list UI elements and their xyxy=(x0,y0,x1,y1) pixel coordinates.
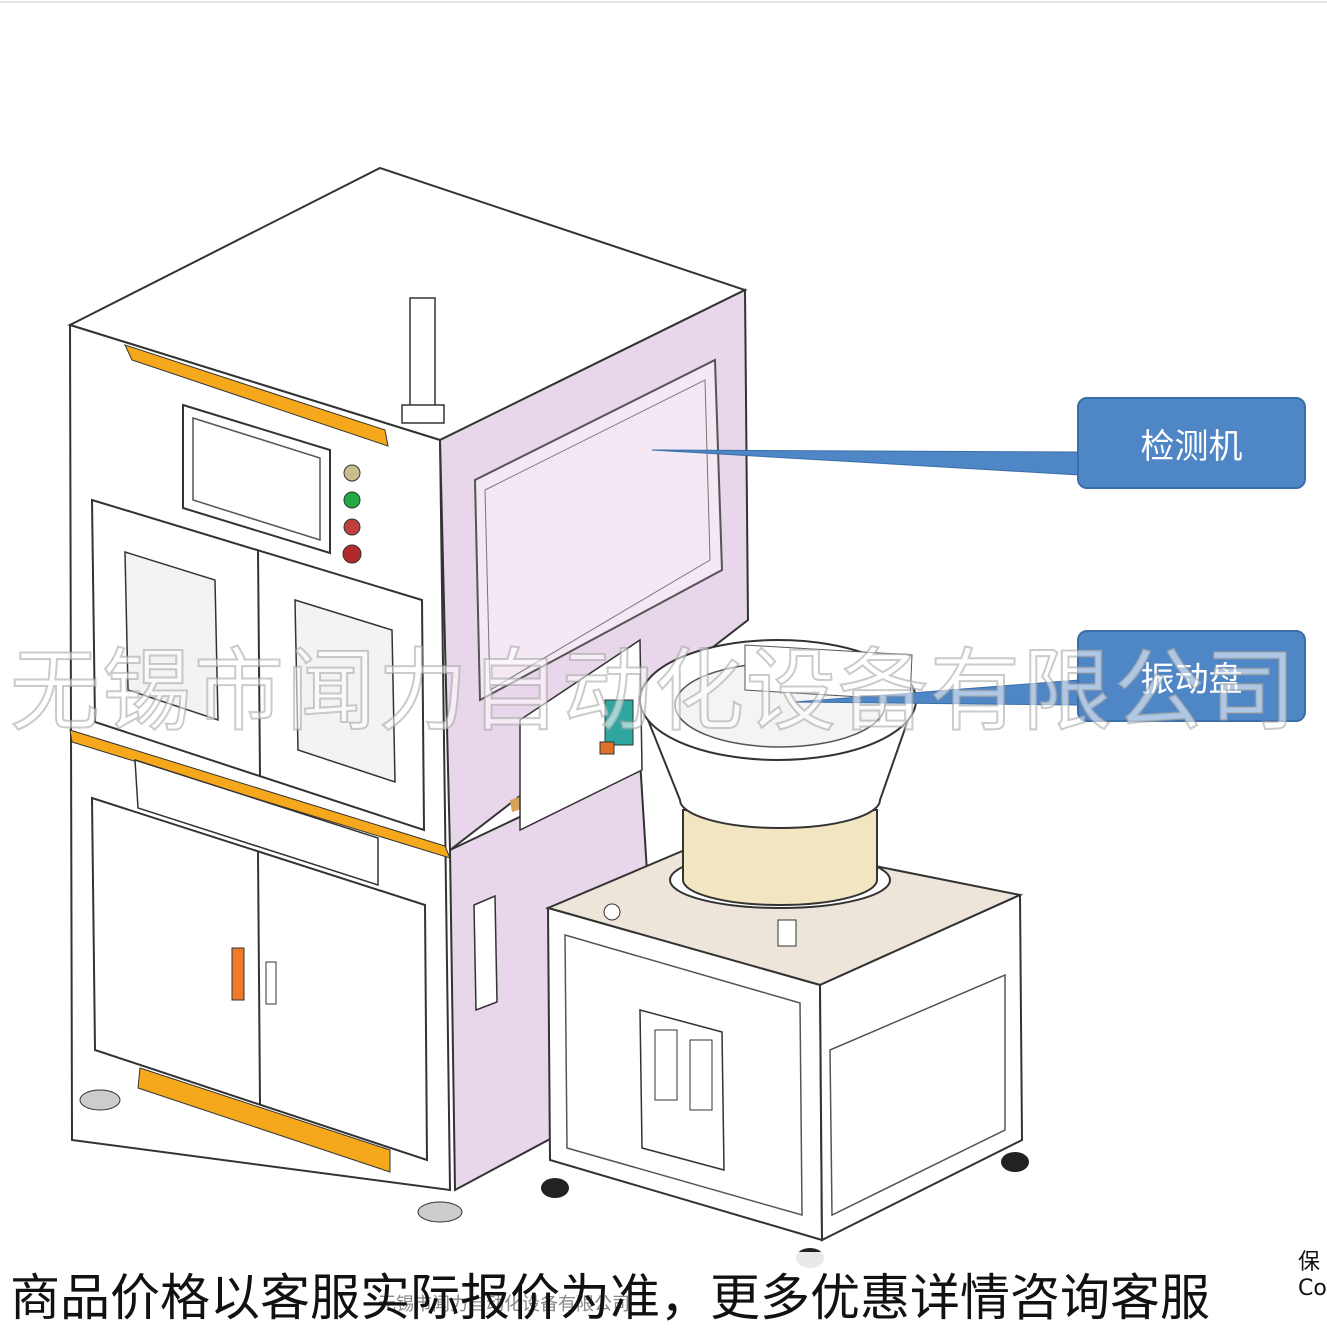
callout-inspection-machine-label: 检测机 xyxy=(1140,426,1243,467)
corner-text-line-1: 保 xyxy=(1298,1250,1321,1275)
corner-text: 保 Cor xyxy=(1298,1250,1327,1302)
caption-bar xyxy=(0,1252,1327,1327)
price-notice-caption: 商品价格以客服实际报价为准，更多优惠详情咨询客服 xyxy=(10,1269,1210,1327)
callout-inspection-machine: 检测机 xyxy=(1077,397,1306,489)
drawing-credit: 无锡市闻力自动化设备有限公司 xyxy=(378,1294,630,1315)
corner-text-line-2: Cor xyxy=(1298,1276,1327,1301)
inspection-machine xyxy=(67,166,750,1223)
vibration-bowl xyxy=(638,639,917,947)
vibration-bowl-stand xyxy=(541,833,1029,1268)
callout-vibration-bowl: 振动盘 xyxy=(1077,630,1306,722)
callout-vibration-bowl-label: 振动盘 xyxy=(1140,659,1243,700)
